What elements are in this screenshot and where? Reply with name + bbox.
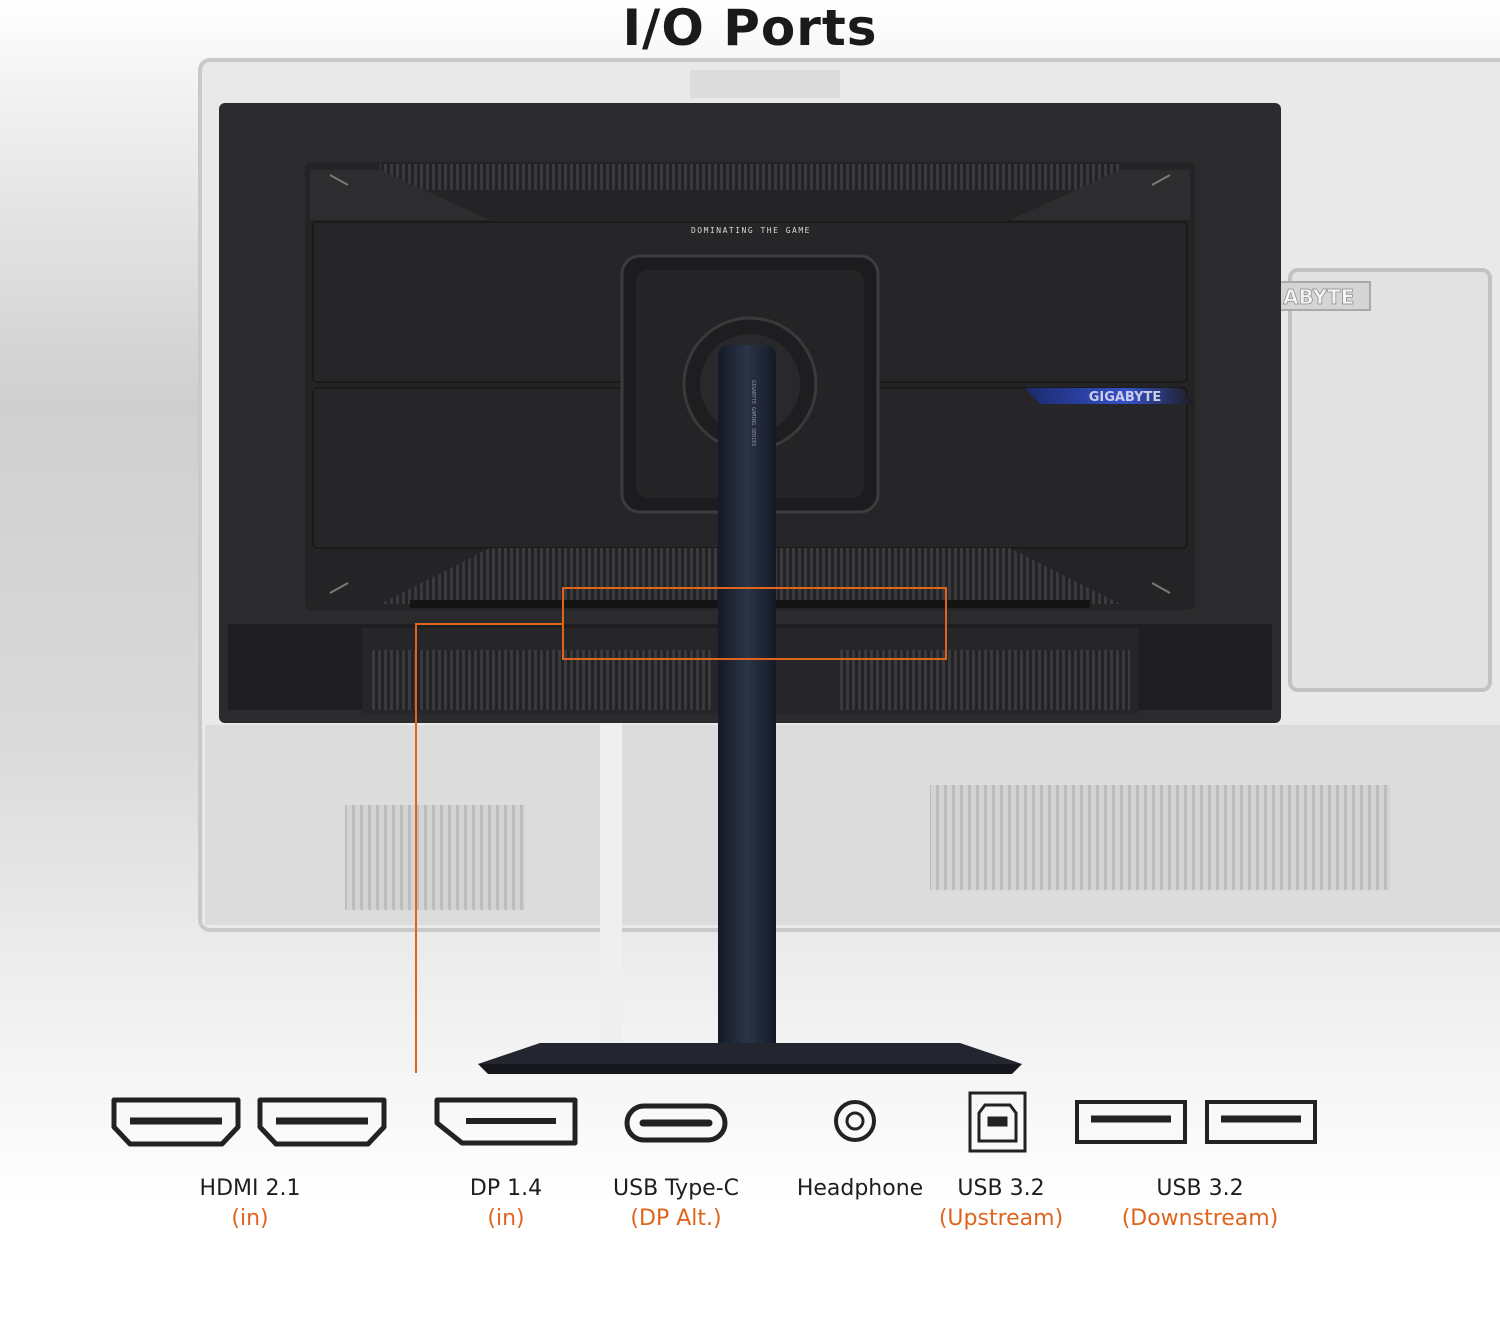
usb-a-port-icon [1205,1100,1317,1144]
port-name: DP 1.4 [469,1176,543,1201]
port-label-usb-c: USB Type-C (DP Alt.) [613,1174,739,1234]
port-direction: (Upstream) [938,1206,1064,1231]
page-title: I/O Ports [622,0,878,57]
io-leader-line [415,623,563,1073]
port-direction: (Downstream) [1121,1206,1279,1231]
port-label-headphone: Headphone [797,1174,923,1204]
port-label-hdmi: HDMI 2.1 (in) [200,1174,301,1234]
stand-text: GIGABYTE GAMING SERIES [750,380,756,446]
port-direction: (in) [231,1206,269,1231]
port-label-usb-downstream: USB 3.2 (Downstream) [1122,1174,1279,1234]
port-label-displayport: DP 1.4 (in) [470,1174,542,1234]
port-name: USB 3.2 [957,1176,1045,1201]
port-name: Headphone [796,1176,924,1201]
slogan-text: DOMINATING THE GAME [691,226,811,235]
port-name: USB 3.2 [1156,1176,1244,1201]
port-name: USB Type-C [613,1176,739,1201]
usb-c-port-icon [624,1103,728,1143]
port-direction: (in) [487,1206,525,1231]
monitor-stand-base [478,1043,1022,1064]
port-name: HDMI 2.1 [199,1176,301,1201]
hdmi-port-icon [257,1097,387,1147]
brand-badge [1025,388,1195,404]
ghost-brand-text: ABYTE [1283,285,1354,309]
monitor-stand-column [718,345,776,1065]
hdmi-port-icon [111,1097,241,1147]
port-direction: (DP Alt.) [630,1206,722,1231]
displayport-icon [434,1097,578,1146]
usb-b-port-icon [968,1091,1027,1153]
port-label-usb-upstream: USB 3.2 (Upstream) [939,1174,1063,1234]
usb-a-port-icon [1075,1100,1187,1144]
headphone-jack-icon [834,1100,876,1142]
brand-logo-text: GIGABYTE [1089,390,1162,405]
